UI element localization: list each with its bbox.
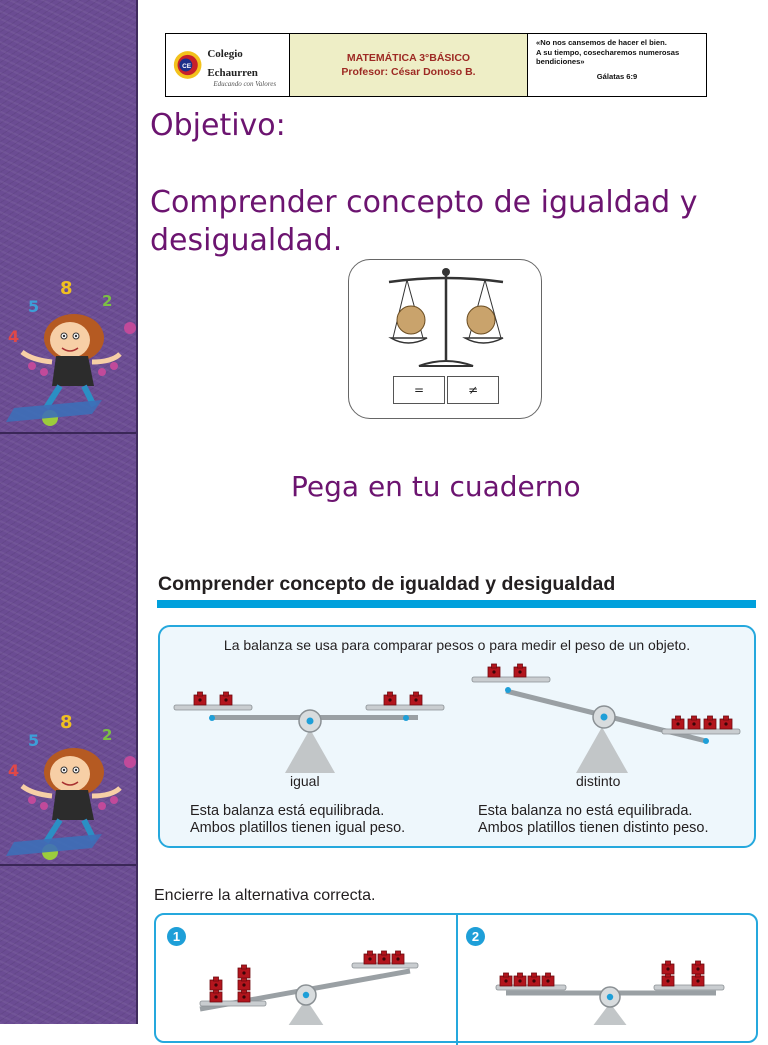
unbalanced-scale-illustration [471,663,741,773]
equal-symbol-box: = [393,376,445,404]
school-logo-cell: CE Colegio Echaurren Educando con Valore… [166,34,290,96]
equal-desc-line-2: Ambos platillos tienen igual peso. [190,820,406,836]
paste-instruction: Pega en tu cuaderno [291,470,581,503]
balanced-scale-illustration [173,691,445,773]
school-motto: Educando con Valores [213,80,277,88]
exercise-divider [456,915,458,1045]
juggling-girl-illustration [2,276,152,426]
equal-desc-line-1: Esta balanza está equilibrada. [190,803,385,819]
different-desc-line-2: Ambos platillos tienen distinto peso. [478,820,709,836]
quote-line-2: A su tiempo, cosecharemos numerosas bend… [536,47,680,67]
equal-description: Esta balanza está equilibrada. Ambos pla… [190,803,405,837]
sidebar-divider [0,432,136,434]
quote-line-1: «No nos cansemos de hacer el bien. [536,38,667,47]
decorative-sidebar [0,0,138,1024]
svg-text:CE: CE [182,63,192,70]
worksheet-title: Comprender concepto de igualdad y desigu… [158,573,616,595]
quote-reference: Gálatas 6:9 [596,71,638,81]
different-label: distinto [576,773,621,789]
school-crest-icon: CE [173,51,202,79]
subject-cell: MATEMÁTICA 3°BÁSICO Profesor: César Dono… [290,34,528,96]
exercise-1-scale [199,950,419,1025]
explanation-panel: La balanza se usa para comparar pesos o … [158,625,756,848]
teacher-name: Profesor: César Donoso B. [341,66,476,78]
not-equal-symbol-box: ≠ [447,376,499,404]
equal-label: igual [290,773,320,789]
exercise-instruction: Encierre la alternativa correcta. [154,887,376,904]
sidebar-divider [0,864,136,866]
school-name: Colegio Echaurren [207,48,258,79]
exercise-2-scale [495,960,725,1025]
bible-quote-cell: «No nos cansemos de hacer el bien. A su … [528,34,706,96]
different-desc-line-1: Esta balanza no está equilibrada. [478,803,693,819]
objective-text: Comprender concepto de igualdad y desigu… [150,185,698,258]
panel-intro-text: La balanza se usa para comparar pesos o … [223,637,691,653]
juggling-girl-illustration [2,710,152,860]
document-header: CE Colegio Echaurren Educando con Valore… [165,33,707,97]
exercises-panel: 1 2 [154,913,758,1045]
exercise-number-badge: 1 [167,927,186,946]
balance-scale-card: = ≠ [348,259,542,419]
school-name-block: Colegio Echaurren Educando con Valores [207,42,289,88]
balance-scale-icon [388,268,504,367]
title-underline [157,600,756,608]
exercise-number-badge: 2 [466,927,485,946]
subject-title: MATEMÁTICA 3°BÁSICO [346,52,471,64]
objective-heading: Objetivo: [150,108,286,143]
different-description: Esta balanza no está equilibrada. Ambos … [478,803,709,837]
